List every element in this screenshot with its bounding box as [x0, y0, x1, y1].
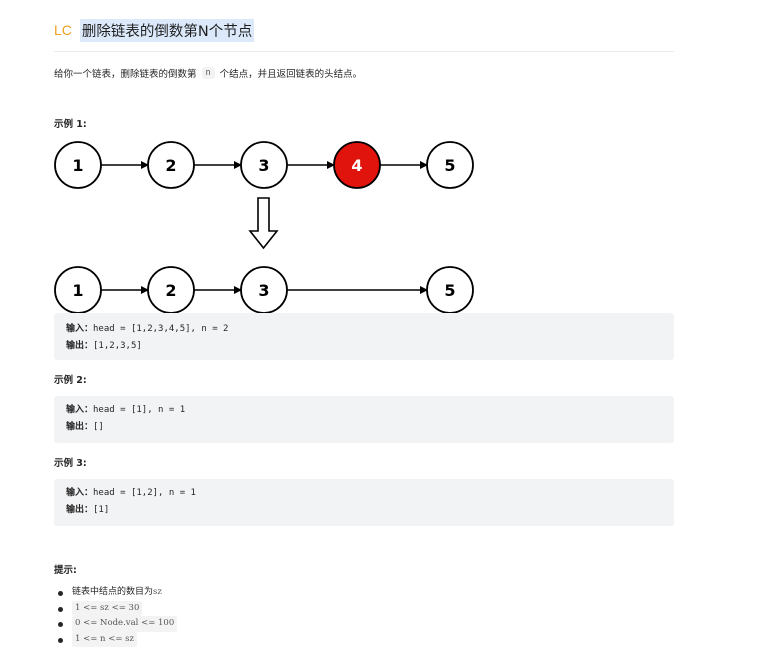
lc-tag: LC [54, 22, 72, 38]
linked-list-diagram: 1 2 3 4 5 1 2 3 5 [54, 141, 474, 314]
svg-text:1: 1 [72, 281, 83, 300]
description-inline-code: n [201, 67, 215, 79]
hint-item: 1 <= sz <= 30 [57, 600, 177, 616]
example-1-output: 输出：[1,2,3,5] [66, 341, 142, 351]
example-2-code: 输入：head = [1], n = 1 输出：[] [54, 396, 674, 443]
example-3-output: 输出：[1] [66, 505, 110, 515]
list-node: 1 [54, 266, 102, 314]
example-2-input: 输入：head = [1], n = 1 [66, 405, 186, 415]
header-divider [54, 51, 674, 52]
problem-title[interactable]: 删除链表的倒数第N个节点 [79, 18, 255, 42]
example-1-input: 输入：head = [1,2,3,4,5], n = 2 [66, 324, 229, 334]
example-2-label: 示例 2: [54, 375, 87, 386]
hints-list: 链表中结点的数目为 sz 1 <= sz <= 30 0 <= Node.val… [57, 585, 178, 647]
description-text-after: 个结点，并且返回链表的头结点。 [216, 69, 363, 80]
svg-text:3: 3 [258, 156, 269, 175]
list-after-removal: 1 2 3 5 [54, 266, 474, 314]
svg-text:2: 2 [165, 281, 176, 300]
down-arrow-icon [248, 197, 279, 250]
example-1-code: 输入：head = [1,2,3,4,5], n = 2 输出：[1,2,3,5… [54, 313, 674, 360]
svg-text:2: 2 [165, 156, 176, 175]
list-node: 2 [147, 141, 195, 189]
description-text-before: 给你一个链表，删除链表的倒数第 [54, 69, 200, 80]
list-node: 5 [426, 141, 474, 189]
problem-description: 给你一个链表，删除链表的倒数第 n 个结点，并且返回链表的头结点。 [54, 66, 362, 80]
svg-text:3: 3 [258, 281, 269, 300]
hint-item: 0 <= Node.val <= 100 [57, 616, 178, 632]
svg-text:5: 5 [444, 281, 455, 300]
example-2-output: 输出：[] [66, 422, 104, 432]
problem-header: LC 删除链表的倒数第N个节点 [54, 17, 255, 43]
list-node: 3 [240, 141, 288, 189]
list-node: 1 [54, 141, 102, 189]
list-before-removal: 1 2 3 4 5 [54, 141, 474, 189]
example-3-input: 输入：head = [1,2], n = 1 [66, 488, 196, 498]
removed-node: 4 [333, 141, 381, 189]
list-node: 2 [147, 266, 195, 314]
example-3-label: 示例 3: [54, 458, 87, 469]
example-1-label: 示例 1: [54, 119, 87, 130]
list-node: 5 [426, 266, 474, 314]
hint-item: 链表中结点的数目为 sz [57, 585, 177, 601]
hint-item: 1 <= n <= sz [57, 631, 177, 647]
hints-label: 提示: [54, 565, 77, 576]
svg-text:4: 4 [351, 156, 362, 175]
list-node: 3 [240, 266, 288, 314]
svg-text:1: 1 [72, 156, 83, 175]
svg-text:5: 5 [444, 156, 455, 175]
example-3-code: 输入：head = [1,2], n = 1 输出：[1] [54, 479, 674, 526]
